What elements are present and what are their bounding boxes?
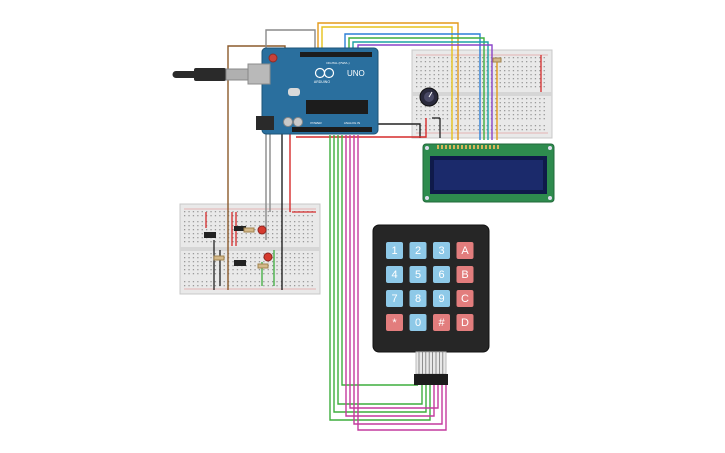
wire-red-vcc — [296, 118, 427, 138]
wire-grey — [265, 29, 316, 240]
keypad-key-label: 9 — [438, 293, 444, 305]
lcd-display — [422, 143, 555, 203]
transistor-2 — [234, 260, 246, 266]
arduino-header-text: DIGITAL (PWM~) — [326, 61, 349, 65]
wire-keypad-6 — [349, 135, 439, 409]
wire-teal — [352, 41, 489, 140]
keypad-key-2[interactable] — [409, 242, 427, 259]
transistor-3 — [234, 226, 246, 231]
keypad-key-A[interactable] — [456, 242, 474, 259]
keypad-key-label: 1 — [391, 245, 397, 257]
keypad-key-label: D — [461, 317, 469, 329]
wire-blue — [344, 33, 481, 140]
arduino-logo — [314, 67, 335, 79]
keypad-key-9[interactable] — [433, 290, 450, 307]
transistor-1 — [204, 232, 216, 238]
keypad-key-0[interactable] — [409, 314, 427, 331]
wire-keypad-3 — [337, 135, 423, 405]
keypad-key-4[interactable] — [386, 266, 403, 283]
keypad-connector — [414, 374, 448, 385]
keypad-key-3[interactable] — [433, 242, 450, 259]
resistor-1 — [213, 255, 225, 261]
resistor-3 — [257, 263, 269, 269]
arduino-logo-text: ARDUINO — [314, 80, 330, 84]
keypad-key-B[interactable] — [456, 266, 474, 283]
keypad-key-5[interactable] — [409, 266, 427, 283]
wire-keypad-1 — [329, 135, 431, 421]
wire-keypad-5 — [345, 135, 435, 417]
keypad-key-label: 8 — [415, 293, 421, 305]
keypad-key-6[interactable] — [433, 266, 450, 283]
arduino-uno: ARDUINO UNO DIGITAL (PWM~) POWER ANALOG … — [247, 47, 379, 135]
breadboard-bottom-left — [179, 203, 321, 295]
keypad-key-label: A — [461, 245, 469, 257]
potentiometer — [419, 87, 439, 107]
keypad-key-label: # — [438, 317, 445, 329]
keypad-key-1[interactable] — [386, 242, 403, 259]
wire-keypad-7 — [353, 135, 443, 425]
keypad-key-label: C — [461, 293, 469, 305]
keypad-key-label: 6 — [438, 269, 444, 281]
keypad-key-#[interactable] — [433, 314, 450, 331]
led-2 — [263, 252, 273, 262]
keypad-key-label: * — [392, 317, 397, 329]
keypad-key-*[interactable] — [386, 314, 403, 331]
wire-orange — [317, 22, 459, 140]
keypad-key-label: 4 — [391, 269, 397, 281]
keypad-key-D[interactable] — [456, 314, 474, 331]
wire-yellow — [321, 26, 453, 140]
resistor-2 — [243, 227, 255, 233]
keypad-key-7[interactable] — [386, 290, 403, 307]
keypad-key-C[interactable] — [456, 290, 474, 307]
keypad-key-label: 2 — [415, 245, 421, 257]
keypad-key-label: 7 — [391, 293, 397, 305]
resistor-top — [432, 55, 542, 138]
arduino-power-text: POWER — [310, 121, 322, 125]
arduino-model-text: UNO — [347, 69, 365, 78]
wire-keypad-4 — [341, 135, 418, 386]
usb-cable — [172, 68, 249, 81]
keypad-key-label: B — [461, 269, 468, 281]
breadboard-components — [204, 211, 316, 290]
led-1 — [257, 225, 267, 235]
keypad: 1 2 3 A 4 5 6 B 7 8 9 C * 0 # D — [372, 224, 490, 385]
wire-keypad-8 — [357, 135, 447, 431]
keypad-key-8[interactable] — [409, 290, 427, 307]
keypad-key-label: 0 — [415, 317, 421, 329]
keypad-key-label: 3 — [438, 245, 444, 257]
arduino-analog-text: ANALOG IN — [344, 121, 360, 125]
wire-keypad-2 — [333, 135, 427, 413]
wire-green — [348, 37, 485, 140]
keypad-key-label: 5 — [415, 269, 421, 281]
